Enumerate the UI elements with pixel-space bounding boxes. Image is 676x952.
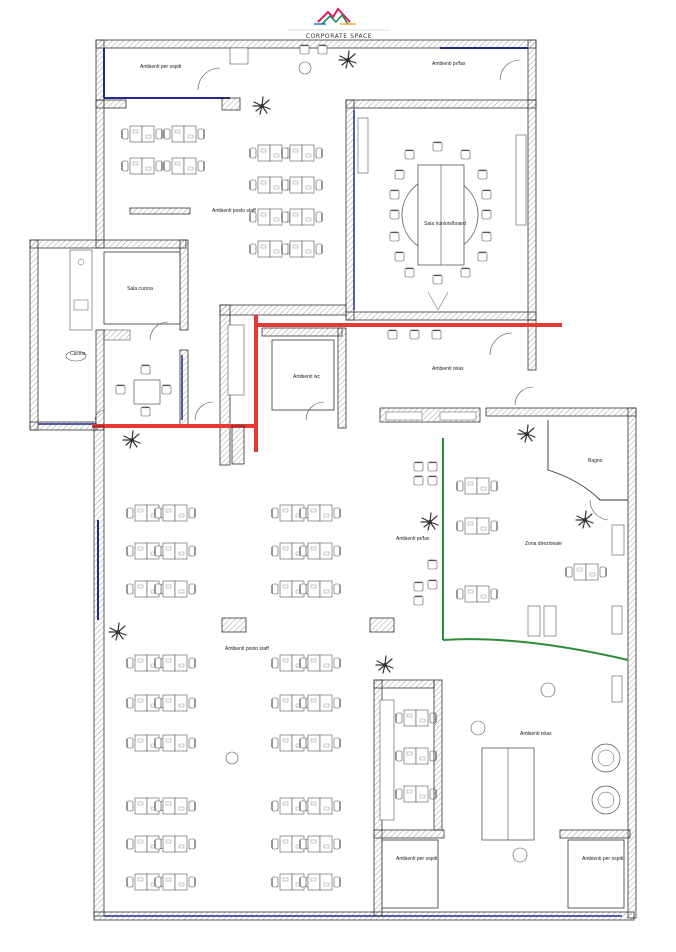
upper-labels: Ambienti per ospiti Ambienti pr/fax Ambi… — [140, 61, 466, 214]
room-label-board: Sala riunioni/board — [424, 221, 466, 227]
room-label-relax-mid: Ambienti relax — [432, 366, 464, 372]
room-label-director: Zona direzionale — [525, 541, 562, 547]
lower-office-desks: Ambienti posto staff — [108, 430, 394, 890]
room-label-prfax: Ambienti pr/fax — [396, 536, 430, 542]
room-label-wc: Ambienti wc — [293, 374, 320, 380]
lower-wing-walls — [93, 407, 637, 921]
wc-block: Ambienti wc — [194, 304, 347, 466]
relax-zone: Ambienti relax Ambienti per ospiti — [470, 675, 631, 909]
room-label-guests-top: Ambienti per ospiti — [140, 64, 181, 70]
room-label-kitchen: Cucina — [70, 351, 86, 357]
room-label-staff: Ambienti posto staff — [225, 646, 269, 652]
room-label-staff-top: Ambienti posto staff — [212, 208, 256, 214]
room-label-guests-right: Ambienti per ospiti — [582, 856, 623, 862]
lower-middle-column: Ambienti per ospiti — [373, 679, 445, 917]
conference-room: Sala riunioni/board — [345, 99, 537, 340]
pr-fax-area: Ambienti pr/fax — [396, 461, 438, 606]
middle-corridor: Ambienti relax — [432, 319, 537, 406]
red-partitions — [92, 315, 562, 452]
room-label-sala-cucina: Sala cucina — [127, 286, 153, 292]
room-label-bagno: Bagno — [588, 458, 603, 464]
room-label-relax: Ambienti relax — [520, 731, 552, 737]
brand-logo-text: CORPORATE SPACE — [306, 33, 372, 40]
room-label-guests-left: Ambienti per ospiti — [396, 856, 437, 862]
room-label-prfax-top: Ambienti pr/fax — [432, 61, 466, 67]
director-office: Zona direzionale Bagno — [420, 420, 629, 661]
reception-top — [252, 44, 357, 115]
kitchen: Cucina Sala cucina — [29, 239, 189, 431]
upper-wing-walls — [95, 39, 537, 241]
brand-logo: CORPORATE SPACE — [288, 7, 390, 40]
upper-office-desks — [122, 126, 322, 257]
